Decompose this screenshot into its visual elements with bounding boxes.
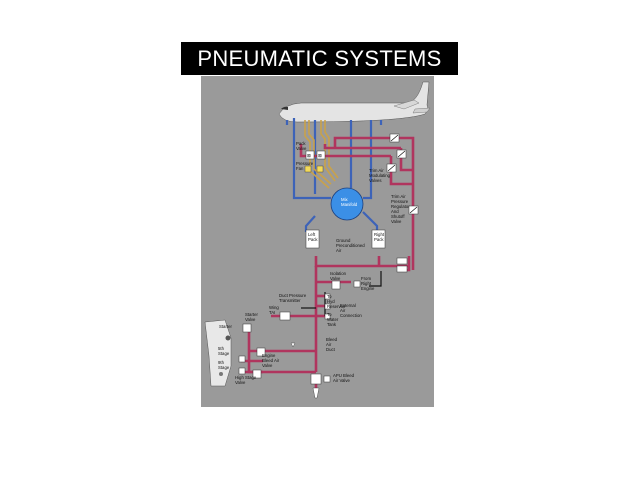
engine-bleed-valve [256,347,266,357]
fifth-stage-check [238,355,246,363]
svg-text:⊠: ⊠ [307,153,311,158]
apu-port [312,387,320,399]
apu-bleed-marker [323,375,331,383]
conditioned-air-lines [285,118,383,232]
water-tank-valve [324,313,331,320]
svg-text:⊠: ⊠ [318,153,322,158]
left-pack [305,229,320,249]
engine-icon [204,319,232,387]
starter-valve [242,323,252,333]
right-pack [371,229,386,249]
hyd-valve [324,293,331,300]
external-air-valve [324,303,331,310]
page-title: PNEUMATIC SYSTEMS [181,42,458,75]
right-pack-valve-2 [396,265,408,273]
trim-air-valves [386,133,419,215]
airplane-icon [278,81,431,123]
label-starter: Starter [219,324,232,329]
apu-bleed-valve [310,373,322,385]
high-stage-valve [252,369,262,379]
pressure-fan [304,165,324,173]
mix-manifold [330,187,364,221]
right-pack-valve [396,257,408,265]
pack-outlet-lines [304,120,339,189]
from-right-engine-marker [353,280,361,288]
wing-tai-valve [279,311,291,321]
pack-valve: ⊠ ⊠ [305,150,326,160]
bleed-duct-triangle [290,342,296,348]
ninth-stage-port [238,367,246,375]
isolation-valve [331,280,341,290]
